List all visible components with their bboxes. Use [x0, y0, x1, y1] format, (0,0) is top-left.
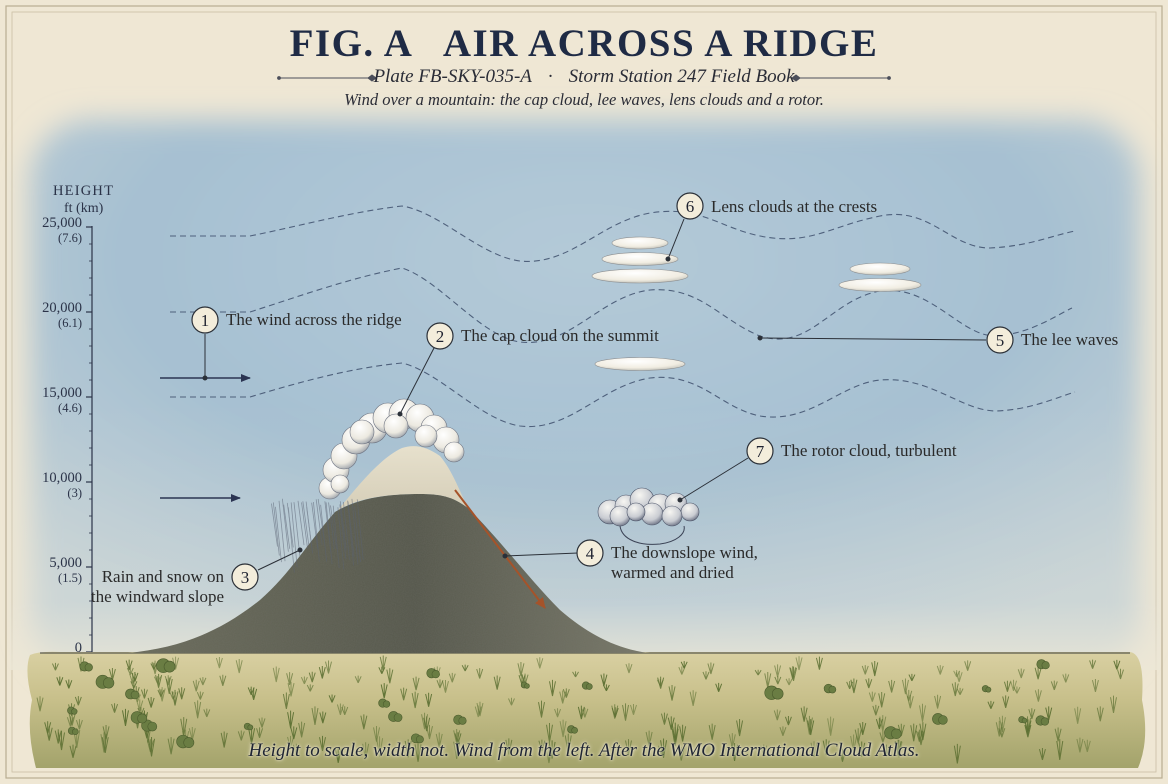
- source-book: Storm Station 247 Field Book: [568, 66, 795, 87]
- axis-tick-10000: 10,000(3): [0, 471, 82, 501]
- callout-marker-1: 1: [191, 306, 219, 334]
- callout-leaders: [202, 218, 987, 571]
- callout-label-4-line1: The downslope wind,: [611, 543, 758, 562]
- axis-tick-20000: 20,000(6.1): [0, 301, 82, 331]
- tick-km: (3): [67, 486, 82, 500]
- snow-cap: [338, 446, 468, 510]
- axis-tick-25000: 25,000(7.6): [0, 216, 82, 246]
- plate-id: Plate FB-SKY-035-A: [373, 66, 532, 87]
- callout-marker-7: 7: [746, 437, 774, 465]
- tick-ft: 15,000: [42, 385, 82, 401]
- meadow-ground: [27, 651, 1146, 768]
- callout-label-5: The lee waves: [1021, 330, 1119, 349]
- plate-subtitle: Plate FB-SKY-035-A · Storm Station 247 Fie…: [0, 66, 1168, 88]
- tick-km: (1.5): [58, 571, 82, 585]
- mountain: [128, 446, 650, 653]
- tick-km: (7.6): [58, 231, 82, 245]
- axis-title: HEIGHT: [53, 183, 115, 199]
- callout-label-6: Lens clouds at the crests: [711, 197, 878, 216]
- svg-text:4: 4: [586, 544, 595, 563]
- figure-title: FIG. A AIR ACROSS A RIDGE: [289, 22, 879, 65]
- subtitle-ornament: [277, 74, 891, 82]
- callout-marker-6: 6: [676, 192, 704, 220]
- rotor-swirl: [619, 525, 685, 545]
- tick-ft: 0: [74, 640, 82, 656]
- cap-cloud: [318, 398, 465, 500]
- callout-label-3-line1: Rain and snow on: [101, 567, 224, 586]
- tick-ft: 5,000: [49, 555, 82, 571]
- callout-label-4: The downslope wind,warmed and dried: [611, 543, 758, 583]
- callout-marker-2: 2: [426, 322, 454, 350]
- callout-label-4-line2: warmed and dried: [611, 563, 734, 582]
- tick-ft: 20,000: [42, 300, 82, 316]
- axis-tick-0: 0: [0, 641, 82, 656]
- tick-ft: 10,000: [42, 470, 82, 486]
- svg-text:3: 3: [241, 568, 250, 587]
- callout-label-1: The wind across the ridge: [226, 310, 402, 329]
- sky-wash: [10, 120, 1160, 680]
- svg-text:2: 2: [436, 327, 445, 346]
- callout-marker-4: 4: [576, 539, 604, 567]
- callout-label-2: The cap cloud on the summit: [461, 326, 659, 345]
- svg-text:6: 6: [686, 197, 695, 216]
- axis-tick-5000: 5,000(1.5): [0, 556, 82, 586]
- tick-km: (6.1): [58, 316, 82, 330]
- tick-km: (4.6): [58, 401, 82, 415]
- callout-markers: 1 2 3 4 5 6 7: [191, 192, 1014, 591]
- inner-border: [11, 11, 1157, 773]
- callout-marker-3: 3: [231, 563, 259, 591]
- axis-unit: ft (km): [64, 201, 104, 216]
- lens-clouds: [591, 236, 922, 371]
- downslope-wind-arrow: [454, 489, 546, 609]
- outer-border: [5, 5, 1163, 779]
- axis-tick-15000: 15,000(4.6): [0, 386, 82, 416]
- svg-text:5: 5: [996, 331, 1005, 350]
- tick-ft: 25,000: [42, 215, 82, 231]
- windward-rain: [271, 498, 364, 573]
- svg-text:7: 7: [756, 442, 765, 461]
- svg-text:1: 1: [201, 311, 210, 330]
- callout-label-3-line2: the windward slope: [90, 587, 224, 606]
- subtitle-separator: ·: [547, 66, 553, 87]
- figure-description: Wind over a mountain: the cap cloud, lee…: [344, 90, 824, 109]
- callout-label-7: The rotor cloud, turbulent: [781, 441, 957, 460]
- rotor-cloud: [597, 487, 700, 527]
- callout-marker-5: 5: [986, 326, 1014, 354]
- figure-footnote: Height to scale, width not. Wind from th…: [248, 740, 920, 761]
